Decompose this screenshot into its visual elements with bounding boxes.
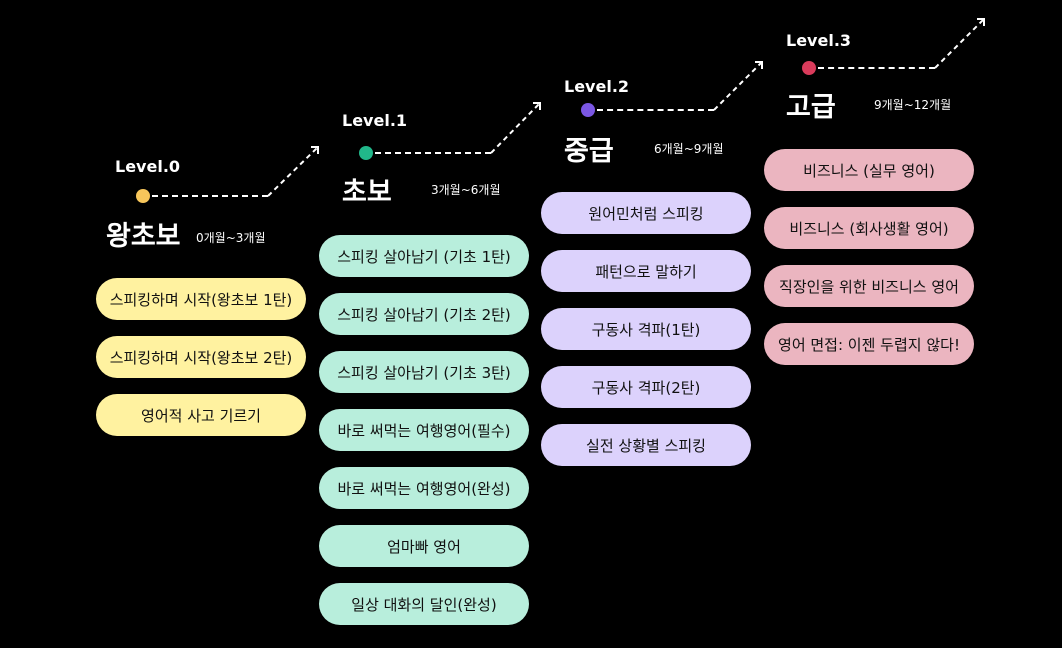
course-button[interactable]: 실전 상황별 스피킹 [541, 424, 751, 466]
course-button[interactable]: 엄마빠 영어 [319, 525, 529, 567]
level-duration: 0개월~3개월 [196, 231, 266, 245]
course-button[interactable]: 구동사 격파(2탄) [541, 366, 751, 408]
level-0-dashed-line [152, 195, 268, 197]
course-button[interactable]: 패턴으로 말하기 [541, 250, 751, 292]
level-title: 중급 [564, 136, 614, 167]
course-button[interactable]: 영어 면접: 이젠 두렵지 않다! [764, 323, 974, 365]
level-1-dot [359, 146, 373, 160]
arrow-level-3 [934, 18, 985, 69]
level-duration: 3개월~6개월 [431, 183, 501, 197]
arrow-level-0 [267, 146, 319, 197]
course-button[interactable]: 구동사 격파(1탄) [541, 308, 751, 350]
level-label: Level.1 [342, 111, 408, 130]
course-button[interactable]: 스피킹 살아남기 (기초 3탄) [319, 351, 529, 393]
course-button[interactable]: 비즈니스 (실무 영어) [764, 149, 974, 191]
course-button[interactable]: 스피킹하며 시작(왕초보 1탄) [96, 278, 306, 320]
level-2-dot [581, 103, 595, 117]
arrowhead-level-3 [977, 18, 985, 26]
course-button[interactable]: 스피킹하며 시작(왕초보 2탄) [96, 336, 306, 378]
level-duration: 9개월~12개월 [874, 98, 952, 112]
level-2-dashed-line [597, 109, 714, 111]
course-button[interactable]: 스피킹 살아남기 (기초 2탄) [319, 293, 529, 335]
level-label: Level.2 [564, 77, 630, 96]
level-title: 고급 [786, 92, 836, 123]
arrow-level-1 [490, 102, 541, 154]
arrowhead-level-1 [533, 102, 541, 110]
arrow-level-2 [713, 61, 763, 111]
course-button[interactable]: 비즈니스 (회사생활 영어) [764, 207, 974, 249]
level-title: 왕초보 [106, 221, 181, 252]
level-3-dot [802, 61, 816, 75]
course-button[interactable]: 스피킹 살아남기 (기초 1탄) [319, 235, 529, 277]
level-0-dot [136, 189, 150, 203]
course-button[interactable]: 원어민처럼 스피킹 [541, 192, 751, 234]
course-button[interactable]: 영어적 사고 기르기 [96, 394, 306, 436]
level-1-dashed-line [375, 152, 491, 154]
level-duration: 6개월~9개월 [654, 142, 724, 156]
level-label: Level.0 [115, 157, 181, 176]
level-3-dashed-line [818, 67, 935, 69]
level-label: Level.3 [786, 31, 852, 50]
arrowhead-level-2 [755, 61, 763, 69]
course-button[interactable]: 직장인을 위한 비즈니스 영어 [764, 265, 974, 307]
course-button[interactable]: 일상 대화의 달인(완성) [319, 583, 529, 625]
course-button[interactable]: 바로 써먹는 여행영어(필수) [319, 409, 529, 451]
arrowhead-level-0 [311, 146, 319, 154]
level-title: 초보 [342, 177, 392, 208]
course-button[interactable]: 바로 써먹는 여행영어(완성) [319, 467, 529, 509]
